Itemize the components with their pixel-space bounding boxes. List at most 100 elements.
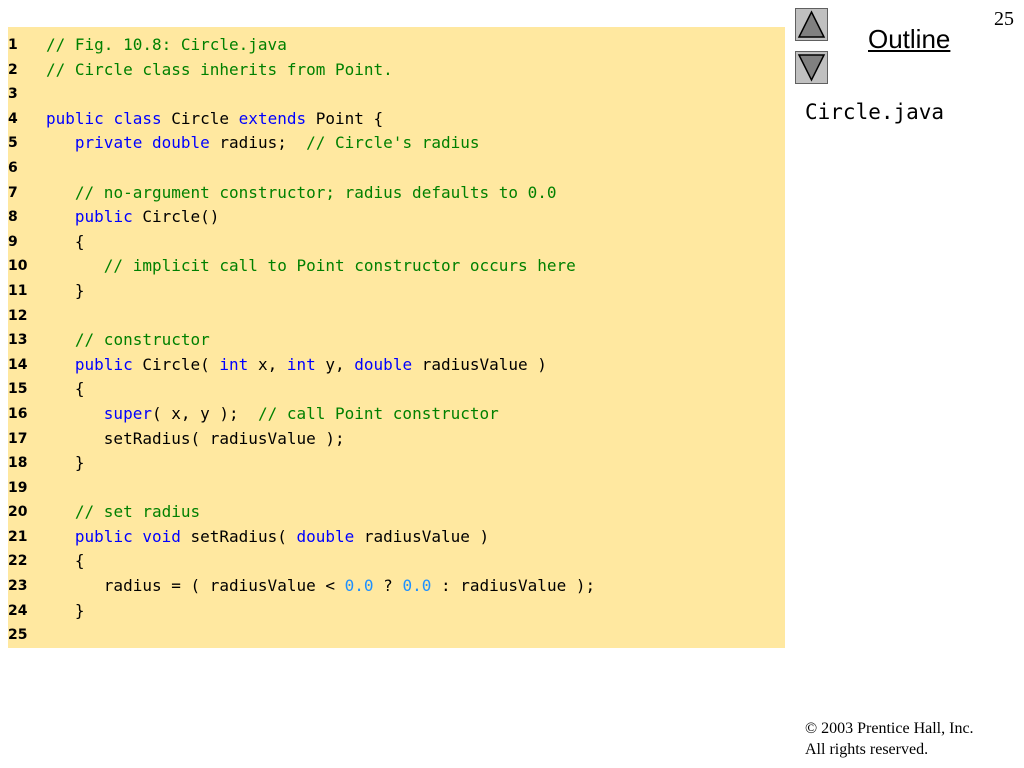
code-line: 9 {	[8, 230, 785, 255]
copyright-line: © 2003 Prentice Hall, Inc.	[805, 720, 974, 737]
code-token-keyword: public	[74, 526, 133, 546]
code-token-keyword: double	[354, 354, 413, 374]
code-token-comment: // constructor	[74, 330, 210, 350]
code-line: 11 }	[8, 279, 785, 304]
line-number: 5	[8, 135, 18, 152]
code-line: 12	[8, 304, 785, 329]
code-text: // Circle class inherits from Point.	[46, 58, 393, 83]
code-line: 17 setRadius( radiusValue );	[8, 427, 785, 452]
line-number: 18	[8, 455, 28, 472]
outline-link[interactable]: Outline	[868, 24, 951, 54]
code-token-code	[46, 355, 75, 374]
code-token-keyword: class	[113, 108, 162, 128]
code-token-keyword: private	[74, 133, 143, 153]
code-token-comment: // Circle class inherits from Point.	[46, 59, 393, 79]
code-token-code: {	[46, 551, 85, 571]
code-line: 8 public Circle()	[8, 205, 785, 230]
code-token-code	[46, 404, 104, 423]
code-line: 14 public Circle( int x, int y, double r…	[8, 353, 785, 378]
line-number: 12	[8, 307, 28, 324]
code-text: public Circle()	[46, 205, 220, 230]
line-number: 25	[8, 627, 28, 644]
code-token-comment: // Fig. 10.8: Circle.java	[46, 35, 287, 54]
code-token-code: radiusValue )	[354, 526, 490, 546]
code-line: 18 }	[8, 451, 785, 476]
line-number: 3	[8, 86, 18, 103]
code-token-code: Point {	[306, 108, 384, 128]
code-line: 24 }	[8, 599, 785, 624]
code-text: public class Circle extends Point {	[46, 107, 383, 132]
code-text: // set radius	[46, 500, 200, 525]
code-token-comment: // Circle's radius	[306, 133, 480, 153]
code-line: 21 public void setRadius( double radiusV…	[8, 525, 785, 550]
code-token-code: Circle(	[132, 354, 220, 374]
code-text: {	[46, 549, 85, 574]
slide-number: 25	[994, 8, 1014, 30]
code-token-comment: // implicit call to Point constructor oc…	[103, 256, 576, 276]
code-token-code: Circle	[161, 108, 239, 128]
line-number: 7	[8, 184, 18, 201]
code-token-code: radius = ( radiusValue <	[46, 576, 345, 596]
code-token-keyword: super	[103, 403, 152, 423]
code-text: setRadius( radiusValue );	[46, 427, 345, 452]
code-token-code: radius;	[209, 133, 307, 153]
code-token-comment: // no-argument constructor; radius defau…	[74, 182, 557, 202]
line-number: 10	[8, 258, 28, 275]
line-number: 23	[8, 578, 28, 595]
code-token-code	[133, 527, 143, 546]
code-token-keyword: extends	[238, 108, 307, 128]
code-line: 25	[8, 623, 785, 648]
line-number: 17	[8, 430, 28, 447]
triangle-down-icon	[797, 54, 826, 82]
code-text: // Fig. 10.8: Circle.java	[46, 33, 287, 58]
code-token-code	[142, 133, 152, 152]
code-text: // no-argument constructor; radius defau…	[46, 181, 557, 206]
code-token-keyword: double	[296, 526, 355, 546]
code-token-keyword: int	[286, 354, 316, 374]
code-token-code	[46, 207, 75, 226]
next-slide-button[interactable]	[795, 51, 828, 84]
code-token-code: : radiusValue );	[431, 576, 596, 596]
line-number: 11	[8, 282, 28, 299]
code-line: 3	[8, 82, 785, 107]
code-text: }	[46, 451, 85, 476]
code-token-code	[46, 256, 104, 275]
code-token-code: setRadius( radiusValue );	[46, 428, 345, 448]
code-token-comment: // call Point constructor	[257, 403, 499, 423]
code-text: // implicit call to Point constructor oc…	[46, 254, 576, 279]
code-token-keyword: public	[74, 354, 133, 374]
line-number: 9	[8, 233, 18, 250]
code-token-code	[46, 502, 75, 521]
line-number: 8	[8, 209, 18, 226]
code-token-code: ( x, y );	[151, 403, 258, 423]
code-text: super( x, y ); // call Point constructor	[46, 402, 499, 427]
code-line: 7 // no-argument constructor; radius def…	[8, 181, 785, 206]
code-text: {	[46, 230, 85, 255]
code-line: 23 radius = ( radiusValue < 0.0 ? 0.0 : …	[8, 574, 785, 599]
code-token-keyword: int	[219, 354, 249, 374]
line-number: 20	[8, 504, 28, 521]
code-token-keyword: double	[151, 133, 210, 153]
line-number: 14	[8, 356, 28, 373]
line-number: 4	[8, 110, 18, 127]
code-token-keyword: public	[46, 108, 104, 128]
code-token-code	[46, 527, 75, 546]
code-line: 20 // set radius	[8, 500, 785, 525]
code-line: 16 super( x, y ); // call Point construc…	[8, 402, 785, 427]
code-line: 13 // constructor	[8, 328, 785, 353]
code-token-code: Circle()	[132, 207, 220, 227]
code-token-comment: // set radius	[74, 502, 201, 522]
previous-slide-button[interactable]	[795, 8, 828, 41]
code-line: 2// Circle class inherits from Point.	[8, 58, 785, 83]
code-text: // constructor	[46, 328, 210, 353]
triangle-up-icon	[797, 10, 826, 38]
code-line: 10 // implicit call to Point constructor…	[8, 254, 785, 279]
code-token-code: }	[46, 600, 85, 620]
code-token-number: 0.0	[344, 576, 374, 596]
code-line: 1// Fig. 10.8: Circle.java	[8, 33, 785, 58]
code-token-code: }	[46, 453, 85, 473]
code-text: private double radius; // Circle's radiu…	[46, 131, 480, 156]
code-token-code	[46, 183, 75, 202]
line-number: 21	[8, 528, 28, 545]
